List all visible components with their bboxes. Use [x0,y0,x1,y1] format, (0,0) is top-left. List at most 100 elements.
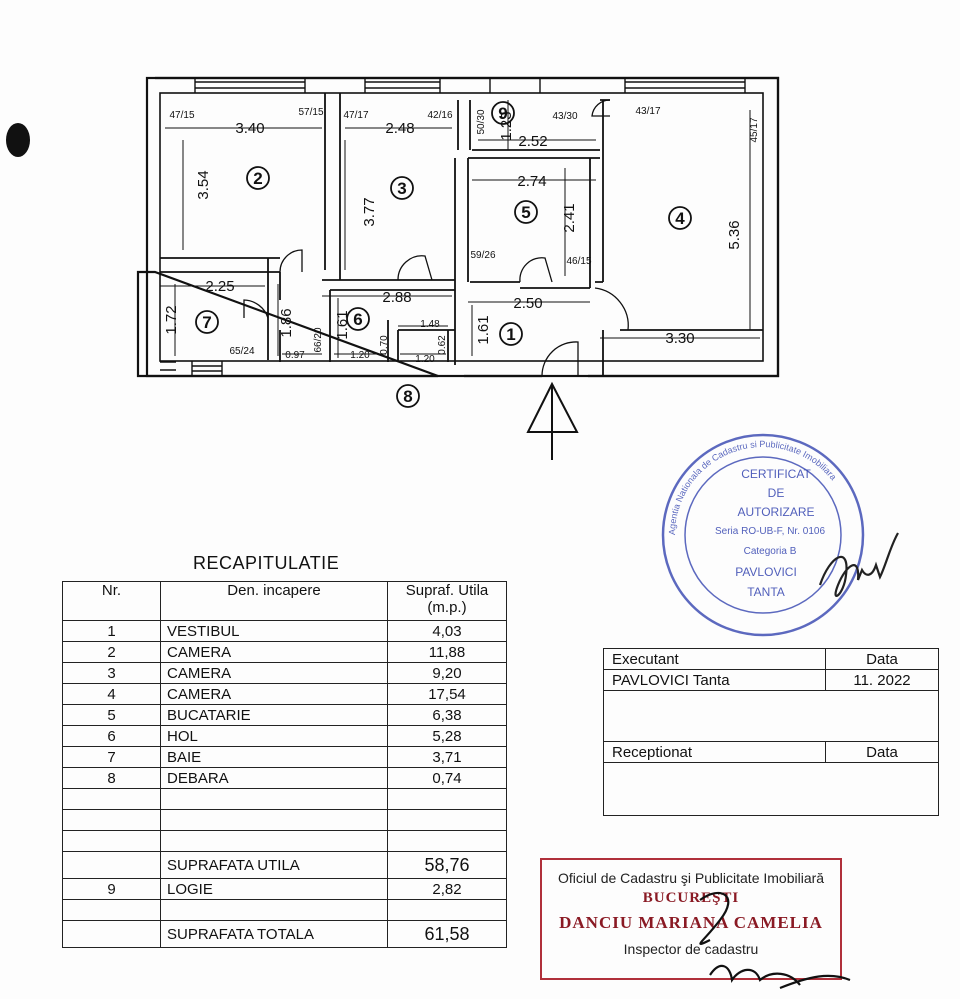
room-2-marker: 2 [246,166,270,190]
room-5-marker: 5 [514,200,538,224]
dimension-label: 3.77 [361,197,378,226]
empty-row [62,830,507,852]
row-name: BAIE [160,746,388,768]
header-name: Den. incapere [160,581,388,621]
floor-plan: 2 3 5 4 9 7 6 1 8 3.40 3.54 2.48 3.77 1.… [6,76,780,460]
dimension-label: 1.20 [415,354,435,365]
window-label: 57/15 [298,107,323,118]
room-1-number: 1 [506,325,515,344]
dimension-label: 1.86 [278,308,295,337]
dimension-label: 0.97 [285,350,305,361]
header-area-label: Supraf. Utila [405,582,489,599]
row-area: 9,20 [387,662,507,684]
dimension-label: 1.20 [350,350,370,361]
window-label: 43/17 [635,106,660,117]
room-8-marker: 8 [396,384,420,408]
seal-line: CERTIFICAT [741,467,811,481]
total-area-value: 61,58 [387,920,507,948]
room-5-number: 5 [521,203,530,222]
empty-cell [62,851,161,879]
row-area: 5,28 [387,725,507,747]
empty-cell [160,809,388,831]
row-nr: 3 [62,662,161,684]
row-name: VESTIBUL [160,620,388,642]
room-7-marker: 7 [195,310,219,334]
empty-row [603,690,939,742]
dimension-label: 2.25 [205,278,234,295]
row-nr: 4 [62,683,161,705]
empty-cell [387,788,507,810]
empty-cell [160,899,388,921]
row-area: 11,88 [387,641,507,663]
window-label: 59/26 [470,250,495,261]
room-9-number: 9 [498,104,507,123]
seal-ring-text: Agentia Nationala de Cadastru si Publici… [667,439,838,535]
dimension-label: 2.50 [513,295,542,312]
door-swings [243,99,629,377]
dimension-label: 3.30 [665,330,694,347]
header-area: Supraf. Utila(m.p.) [387,581,507,621]
dimension-label: 2.41 [561,203,578,232]
executant-label: Executant [603,648,826,670]
empty-cell [603,690,939,742]
recap-header-row: Nr. Den. incapere Supraf. Utila(m.p.) [62,581,507,621]
header-nr: Nr. [62,581,161,621]
window-label: 42/16 [427,110,452,121]
seal-line: TANTA [747,585,785,599]
stamp-role: Inspector de cadastru [623,941,759,957]
window-label: 50/30 [476,109,487,134]
useful-area-value: 58,76 [387,851,507,879]
empty-cell [603,762,939,816]
dimension-label: 1.23 [498,111,515,140]
row-area: 4,03 [387,620,507,642]
inner-walls [160,93,763,376]
row-nr: 7 [62,746,161,768]
row-name: HOL [160,725,388,747]
row-nr: 8 [62,767,161,789]
windows [160,78,746,376]
window-label: 65/24 [229,346,254,357]
executant-name: PAVLOVICI Tanta [603,669,826,691]
logia-area: 2,82 [387,878,507,900]
empty-cell [62,899,161,921]
window-label: 47/17 [343,110,368,121]
dimension-label: 2.88 [382,289,411,306]
executant-date: 11. 2022 [825,669,939,691]
room-8-number: 8 [403,387,412,406]
room-9-marker: 9 [491,101,515,125]
dimension-label: 3.40 [235,120,264,137]
row-nr: 1 [62,620,161,642]
row-nr: 6 [62,725,161,747]
window-label: 45/17 [749,117,760,142]
receptionat-label: Receptionat [603,741,826,763]
stamp-inspector-name: DANCIU MARIANA CAMELIA [559,913,823,932]
logia-nr: 9 [62,878,161,900]
dimension-labels: 3.40 3.54 2.48 3.77 1.23 2.52 2.74 2.41 … [163,111,743,365]
room-7-number: 7 [202,313,211,332]
inspector-signature [699,891,851,990]
empty-row [62,788,507,810]
empty-row [62,899,507,921]
row-name: BUCATARIE [160,704,388,726]
dimension-label: 1.61 [475,315,492,344]
empty-row [62,809,507,831]
useful-area-label: SUPRAFATA UTILA [160,851,388,879]
window-labels: 47/15 57/15 47/17 42/16 50/30 43/30 43/1… [169,106,760,357]
authorization-seal: Agentia Nationala de Cadastru si Publici… [661,433,865,637]
dimension-label: 1.61 [334,310,351,339]
row-area: 6,38 [387,704,507,726]
room-6-number: 6 [353,310,362,329]
row-area: 3,71 [387,746,507,768]
entrance-arrow-icon [526,381,579,460]
window-label: 43/30 [552,111,577,122]
